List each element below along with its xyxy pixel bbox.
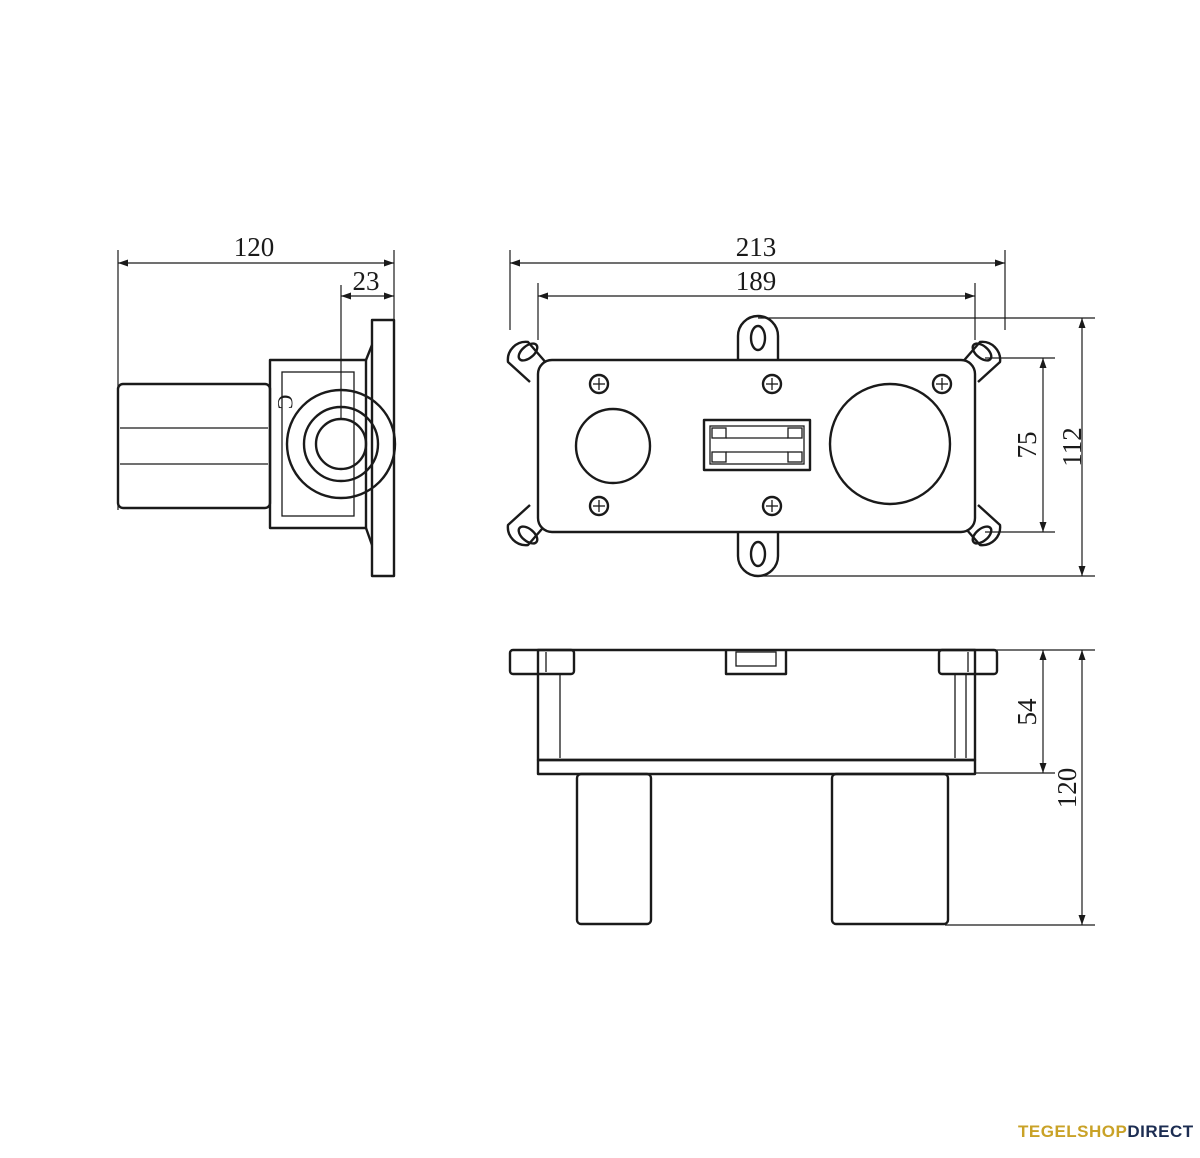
side-cartridge <box>116 382 272 510</box>
front-center-slot <box>702 418 812 472</box>
bottom-view: 54 120 <box>508 648 1095 926</box>
front-tab-top-left <box>506 340 549 383</box>
bottom-cartridge-left <box>575 772 653 926</box>
front-screw <box>761 495 783 517</box>
side-body <box>268 358 368 530</box>
front-view: 213 189 112 75 <box>506 232 1095 578</box>
front-dim-112: 112 <box>1057 427 1087 467</box>
side-view: 120 23 C <box>116 232 397 578</box>
bottom-top-tab <box>724 650 788 676</box>
front-dim-189: 189 <box>736 266 777 296</box>
side-dim-23: 23 <box>353 266 380 296</box>
bottom-dim-54: 54 <box>1012 698 1042 726</box>
bottom-top-tab-inner <box>735 651 777 667</box>
front-tab-bottom-center <box>736 530 780 578</box>
side-flange-joint <box>364 344 374 546</box>
front-plate <box>536 358 977 534</box>
front-dim-75: 75 <box>1012 432 1042 459</box>
bottom-ear-left <box>508 648 576 676</box>
side-flange <box>370 318 396 578</box>
side-port-middle <box>302 405 380 483</box>
bottom-plate <box>536 758 977 776</box>
front-hole-small <box>574 407 652 485</box>
front-screw <box>761 373 783 395</box>
front-screw <box>588 495 610 517</box>
side-marker-c: C <box>273 395 298 410</box>
front-tab-bottom-left <box>506 504 549 547</box>
side-body-inner <box>281 371 355 517</box>
bottom-dim-120: 120 <box>1052 768 1082 809</box>
brand-logo: TEGELSHOPDIRECT <box>1018 1122 1194 1142</box>
side-port-outer <box>285 388 397 500</box>
front-screw <box>931 373 953 395</box>
brand-text-gold: TEGELSHOP <box>1018 1122 1128 1141</box>
front-screw <box>588 373 610 395</box>
side-port-inner <box>314 417 368 471</box>
brand-text-navy: DIRECT <box>1127 1122 1194 1141</box>
front-hole-large <box>828 382 952 506</box>
front-tab-top-right <box>959 340 1002 383</box>
front-dim-213: 213 <box>736 232 777 262</box>
front-tab-bottom-right <box>959 504 1002 547</box>
side-dim-120: 120 <box>234 232 275 262</box>
bottom-cartridge-right <box>830 772 950 926</box>
front-tab-top-center <box>736 314 780 362</box>
